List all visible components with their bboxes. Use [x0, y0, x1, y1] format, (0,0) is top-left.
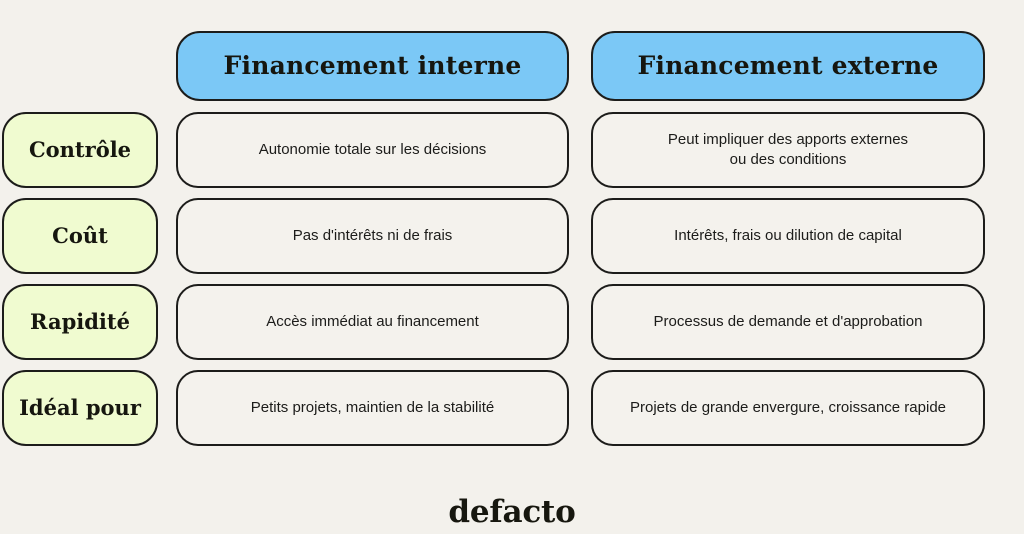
column-header-label: Financement externe — [637, 50, 939, 80]
cell-controle-externe: Peut impliquer des apports externes ou d… — [591, 112, 985, 188]
row-label-ideal-pour: Idéal pour — [2, 370, 158, 446]
cell-text: Pas d'intérêts ni de frais — [292, 226, 453, 244]
row-label-cout: Coût — [2, 198, 158, 274]
brand-logo: defacto — [448, 494, 576, 530]
cell-ideal-pour-externe: Projets de grande envergure, croissance … — [591, 370, 985, 446]
cell-text: Processus de demande et d'approbation — [653, 312, 923, 330]
cell-text: Petits projets, maintien de la stabilité — [250, 398, 495, 416]
cell-cout-interne: Pas d'intérêts ni de frais — [176, 198, 569, 274]
cell-ideal-pour-interne: Petits projets, maintien de la stabilité — [176, 370, 569, 446]
row-label-text: Rapidité — [30, 308, 130, 334]
cell-rapidite-interne: Accès immédiat au financement — [176, 284, 569, 360]
row-label-text: Contrôle — [28, 136, 132, 162]
column-header-financement-interne: Financement interne — [176, 31, 569, 101]
row-label-text: Idéal pour — [19, 394, 141, 420]
cell-text: Peut impliquer des apports externes ou d… — [667, 130, 909, 168]
cell-controle-interne: Autonomie totale sur les décisions — [176, 112, 569, 188]
cell-text: Autonomie totale sur les décisions — [258, 140, 487, 158]
cell-text: Intérêts, frais ou dilution de capital — [674, 226, 902, 244]
row-label-rapidite: Rapidité — [2, 284, 158, 360]
cell-text: Projets de grande envergure, croissance … — [629, 398, 947, 416]
cell-cout-externe: Intérêts, frais ou dilution de capital — [591, 198, 985, 274]
column-header-financement-externe: Financement externe — [591, 31, 985, 101]
cell-text: Accès immédiat au financement — [266, 312, 479, 330]
row-label-text: Coût — [52, 222, 108, 248]
cell-rapidite-externe: Processus de demande et d'approbation — [591, 284, 985, 360]
column-header-label: Financement interne — [223, 50, 522, 80]
row-label-controle: Contrôle — [2, 112, 158, 188]
